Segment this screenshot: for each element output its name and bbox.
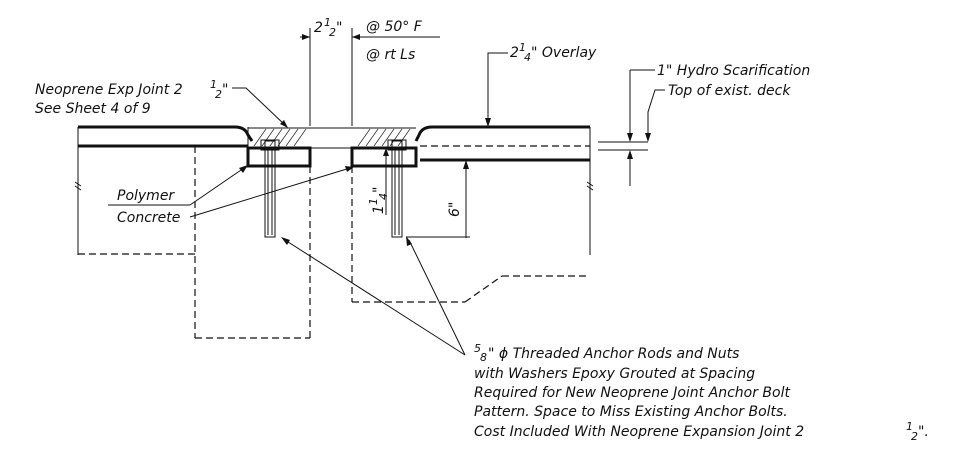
existing-beam-left bbox=[78, 146, 311, 339]
overlay-denominator: 4 bbox=[524, 51, 531, 64]
anchor-line5: Cost Included With Neoprene Expansion Jo… bbox=[474, 424, 804, 440]
anchor-rod-callout: 5 8 " ϕ Threaded Anchor Rods and Nuts wi… bbox=[281, 236, 929, 443]
joint-gap bbox=[310, 127, 352, 149]
existing-beam-right bbox=[351, 166, 590, 303]
anchor-line2: with Washers Epoxy Grouted at Spacing bbox=[474, 366, 755, 382]
anchor-line5-numerator: 1 bbox=[906, 420, 913, 433]
overlay-numerator: 1 bbox=[519, 41, 526, 54]
gap-dimension: 2 1 2 " @ 50° F @ rt Ls bbox=[300, 16, 440, 126]
quarter-dim-denominator: 4 bbox=[377, 193, 390, 200]
gap-dim-whole: 2 bbox=[314, 20, 323, 36]
polymer-label-line2: Concrete bbox=[117, 210, 180, 226]
left-joint-block bbox=[246, 127, 312, 168]
anchor-line4: Pattern. Space to Miss Existing Anchor B… bbox=[474, 404, 788, 420]
six-inch-dimension: 6" bbox=[406, 160, 470, 238]
hydro-scarification-callout: 1" Hydro Scarification Top of exist. dec… bbox=[598, 63, 810, 186]
polymer-concrete-callout: Polymer Concrete bbox=[108, 165, 354, 226]
gap-dim-numerator: 1 bbox=[324, 16, 331, 29]
neoprene-label-line1: Neoprene Exp Joint 2 bbox=[35, 82, 183, 98]
anchor-numerator: 5 bbox=[474, 342, 481, 355]
anchor-line1: " ϕ Threaded Anchor Rods and Nuts bbox=[488, 346, 739, 362]
left-anchor-rod bbox=[260, 139, 280, 238]
neoprene-numerator: 1 bbox=[210, 78, 217, 91]
quarter-dim-numerator: 1 bbox=[367, 198, 380, 205]
six-inch-label: 6" bbox=[447, 202, 463, 217]
anchor-denominator: 8 bbox=[480, 351, 487, 364]
overlay-whole: 2 bbox=[510, 45, 519, 61]
neoprene-label-line2: See Sheet 4 of 9 bbox=[35, 101, 151, 117]
anchor-line5-denominator: 2 bbox=[911, 430, 918, 443]
rt-ls-note: @ rt Ls bbox=[366, 47, 415, 63]
neoprene-callout: Neoprene Exp Joint 2 1 2 " See Sheet 4 o… bbox=[35, 78, 288, 128]
top-of-deck-label: Top of exist. deck bbox=[668, 83, 791, 99]
quarter-dim-unit: " bbox=[371, 187, 387, 193]
gap-dim-unit: " bbox=[336, 20, 342, 36]
overlay-label: " Overlay bbox=[531, 45, 597, 61]
quarter-inch-dimension: 1 1 4 " bbox=[367, 148, 390, 215]
anchor-line3: Required for New Neoprene Joint Anchor B… bbox=[474, 385, 790, 401]
quarter-dim-whole: 1 bbox=[371, 205, 387, 214]
neoprene-denominator: 2 bbox=[215, 88, 222, 101]
polymer-label-line1: Polymer bbox=[117, 188, 175, 204]
temperature-note: @ 50° F bbox=[366, 19, 423, 35]
anchor-line5-end: ". bbox=[918, 424, 929, 440]
overlay-callout: 2 1 4 " Overlay bbox=[485, 41, 597, 127]
hydro-scarification-label: 1" Hydro Scarification bbox=[657, 63, 810, 79]
right-deck-slab bbox=[414, 125, 594, 255]
gap-dim-denominator: 2 bbox=[329, 26, 336, 39]
right-anchor-rod bbox=[387, 139, 407, 238]
neoprene-inch: " bbox=[222, 82, 228, 98]
